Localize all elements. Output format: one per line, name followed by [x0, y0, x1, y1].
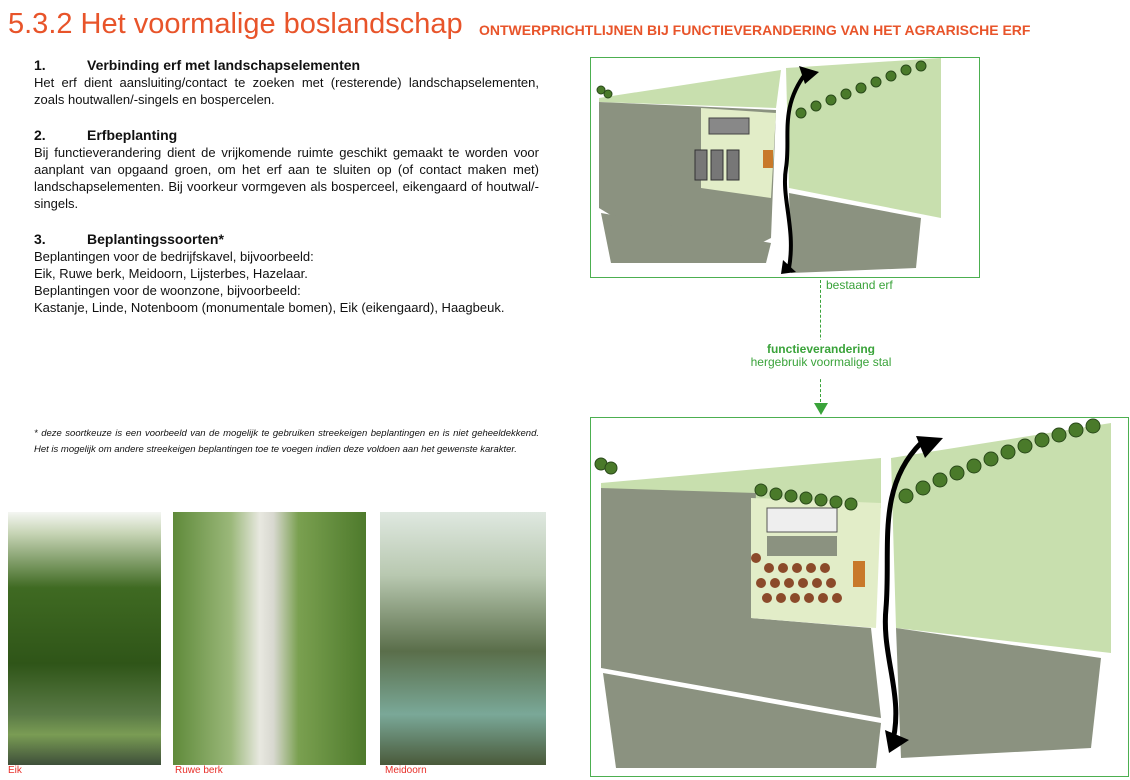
label-change-subtitle: hergebruik voormalige stal: [742, 355, 900, 379]
photo-caption: Eik: [8, 765, 22, 776]
section-heading: Beplantingssoorten*: [87, 231, 224, 247]
section-1: 1. Verbinding erf met landschapselementen…: [34, 56, 539, 108]
section-number: 2.: [34, 127, 46, 143]
section-text: Beplantingen voor de bedrijfskavel, bijv…: [34, 249, 314, 264]
section-heading: Verbinding erf met landschapselementen: [87, 57, 361, 73]
section-text: Kastanje, Linde, Notenboom (monumentale …: [34, 300, 505, 315]
label-existing: bestaand erf: [826, 278, 893, 292]
section-text: Beplantingen voor de woonzone, bijvoorbe…: [34, 283, 301, 298]
photo-eik: [8, 512, 161, 765]
section-number: 1.: [34, 57, 46, 73]
photo-meidoorn: [380, 512, 546, 765]
label-change-title: functieverandering: [747, 340, 895, 356]
section-number: 3.: [34, 231, 46, 247]
section-text: Bij functieverandering dient de vrijkome…: [34, 145, 539, 211]
map-existing-farmyard: [590, 57, 980, 278]
photo-ruwe-berk: [173, 512, 366, 765]
photo-caption: Meidoorn: [385, 765, 427, 776]
section-3: 3. Beplantingssoorten* Beplantingen voor …: [34, 230, 539, 316]
map-existing-drawing: [596, 58, 941, 274]
map-change-drawing: [594, 418, 1111, 768]
page-subtitle: ONTWERPRICHTLIJNEN BIJ FUNCTIEVERANDERIN…: [479, 22, 1031, 38]
map-function-change: [590, 417, 1129, 777]
footnote: * deze soortkeuze is een voorbeeld van d…: [34, 428, 539, 455]
section-2: 2. Erfbeplanting Bij functieverandering d…: [34, 126, 539, 212]
page-title: 5.3.2 Het voormalige boslandschap: [8, 8, 463, 40]
section-text: Eik, Ruwe berk, Meidoorn, Lijsterbes, Ha…: [34, 266, 308, 281]
section-text: Het erf dient aansluiting/contact te zoe…: [34, 75, 539, 107]
section-heading: Erfbeplanting: [87, 127, 178, 143]
photo-caption: Ruwe berk: [175, 765, 223, 776]
arrow-down-icon: [814, 403, 828, 415]
